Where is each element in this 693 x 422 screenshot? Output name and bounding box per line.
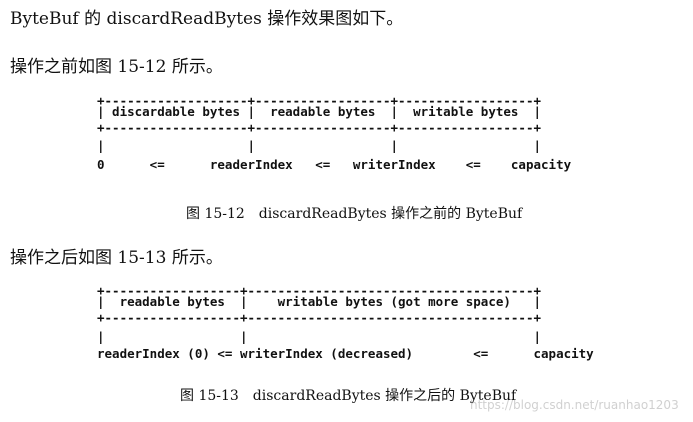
diagram-line: readerIndex (0) <= writerIndex (decrease… [97, 346, 594, 361]
diagram-line: | | | | [97, 138, 542, 153]
diagram-line: | readable bytes | writable bytes (got m… [97, 294, 542, 309]
diagram-line: +------------------+--------------------… [97, 283, 542, 298]
before-intro: 操作之前如图 15-12 所示。 [10, 57, 223, 77]
diagram-line: +------------------+--------------------… [97, 310, 542, 325]
diagram-line: +-------------------+------------------+… [97, 120, 542, 135]
diagram-line: | | | [97, 329, 542, 344]
diagram-line: 0 <= readerIndex <= writerIndex <= capac… [97, 157, 572, 172]
figure-caption: 图 15-13 discardReadBytes 操作之后的 ByteBuf [180, 388, 517, 404]
figure-caption: 图 15-12 discardReadBytes 操作之前的 ByteBuf [186, 206, 523, 222]
after-intro: 操作之后如图 15-13 所示。 [10, 248, 223, 268]
diagram-line: | discardable bytes | readable bytes | w… [97, 104, 542, 119]
intro-line: ByteBuf 的 discardReadBytes 操作效果图如下。 [10, 9, 404, 29]
watermark: https://blog.csdn.net/ruanhao1203 [470, 398, 679, 412]
diagram-line: +-------------------+------------------+… [97, 93, 542, 108]
